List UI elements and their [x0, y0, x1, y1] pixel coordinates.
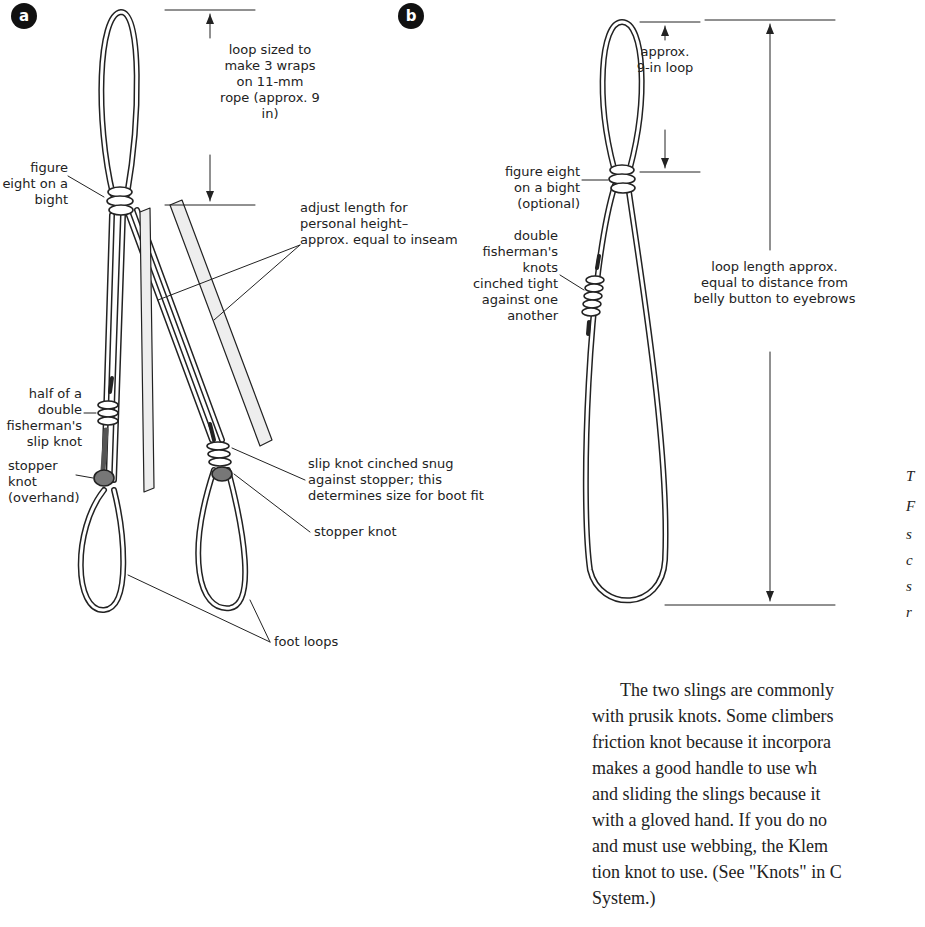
knot-label: figure eight on a bight (optional) [490, 164, 580, 212]
caption-fragment: s [906, 526, 912, 543]
body-text: with prusik knots. Some climbers [592, 706, 834, 726]
knot-note: slip knot cinched snug against stopper; … [308, 456, 488, 504]
body-text: and must use webbing, the Klem [592, 836, 828, 856]
dimension-note: approx. 9-in loop [636, 44, 694, 76]
part-label: foot loops [274, 634, 374, 650]
panel-letter: a [19, 7, 29, 25]
body-text: with a gloved hand. If you do no [592, 810, 827, 830]
knot-label: stopper knot (overhand) [8, 458, 74, 506]
dimension-note: loop sized to make 3 wraps on 11-mm rope… [220, 42, 320, 122]
caption-fragment: s [906, 578, 912, 595]
panel-letter-badge: a [11, 3, 37, 29]
panel-letter: b [406, 7, 417, 25]
panel-letter-badge: b [398, 3, 424, 29]
caption-fragment: c [906, 552, 913, 569]
knot-label: double fisherman's knots cinched tight a… [470, 228, 558, 324]
body-text: The two slings are commonly [620, 680, 834, 700]
caption-fragment: F [906, 498, 915, 515]
body-text: friction knot because it incorpora [592, 732, 831, 752]
bracket-note: adjust length for personal height– appro… [300, 200, 460, 248]
knot-label: figure eight on a bight [2, 160, 68, 208]
caption-fragment: r [906, 604, 912, 621]
knot-label: stopper knot [314, 524, 414, 540]
dimension-note: loop length approx. equal to distance fr… [690, 255, 859, 311]
knot-label: half of a double fisherman's slip knot [2, 386, 82, 450]
body-text: makes a good handle to use wh [592, 758, 817, 778]
body-text: System.) [592, 888, 656, 908]
caption-fragment: T [906, 468, 914, 485]
body-text: and sliding the slings because it [592, 784, 820, 804]
body-text: tion knot to use. (See "Knots" in C [592, 862, 842, 882]
